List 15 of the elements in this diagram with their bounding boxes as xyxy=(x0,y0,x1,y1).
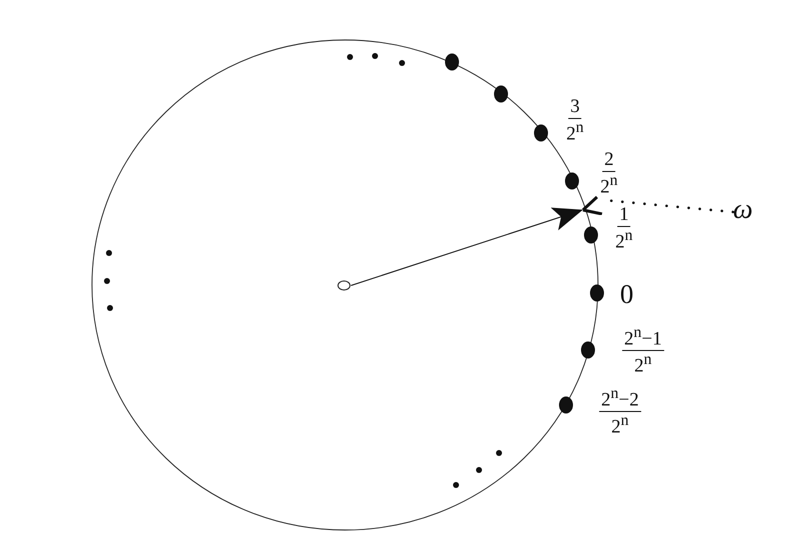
fraction-numerator: 2 xyxy=(602,150,616,172)
fraction-denominator: 2$^{n}$ xyxy=(634,351,652,377)
fraction-denominator: 2$^{n}$ xyxy=(566,118,584,144)
variable-label: ω xyxy=(733,196,753,224)
point-label: 0 xyxy=(620,281,634,308)
fraction-denominator: 2$^{n}$ xyxy=(615,226,633,252)
fraction-numerator: 3 xyxy=(568,97,582,119)
arrow xyxy=(350,208,583,286)
center-point xyxy=(337,280,351,291)
fraction-denominator: 2$^{n}$ xyxy=(611,412,629,438)
fraction-numerator: 2$^{n}$−1 xyxy=(622,325,664,352)
fraction-numerator: 1 xyxy=(617,205,631,227)
fraction-denominator: 2$^{n}$ xyxy=(600,172,618,198)
angle-mark xyxy=(582,196,603,215)
fraction-numerator: 2$^{n}$−2 xyxy=(599,386,641,412)
